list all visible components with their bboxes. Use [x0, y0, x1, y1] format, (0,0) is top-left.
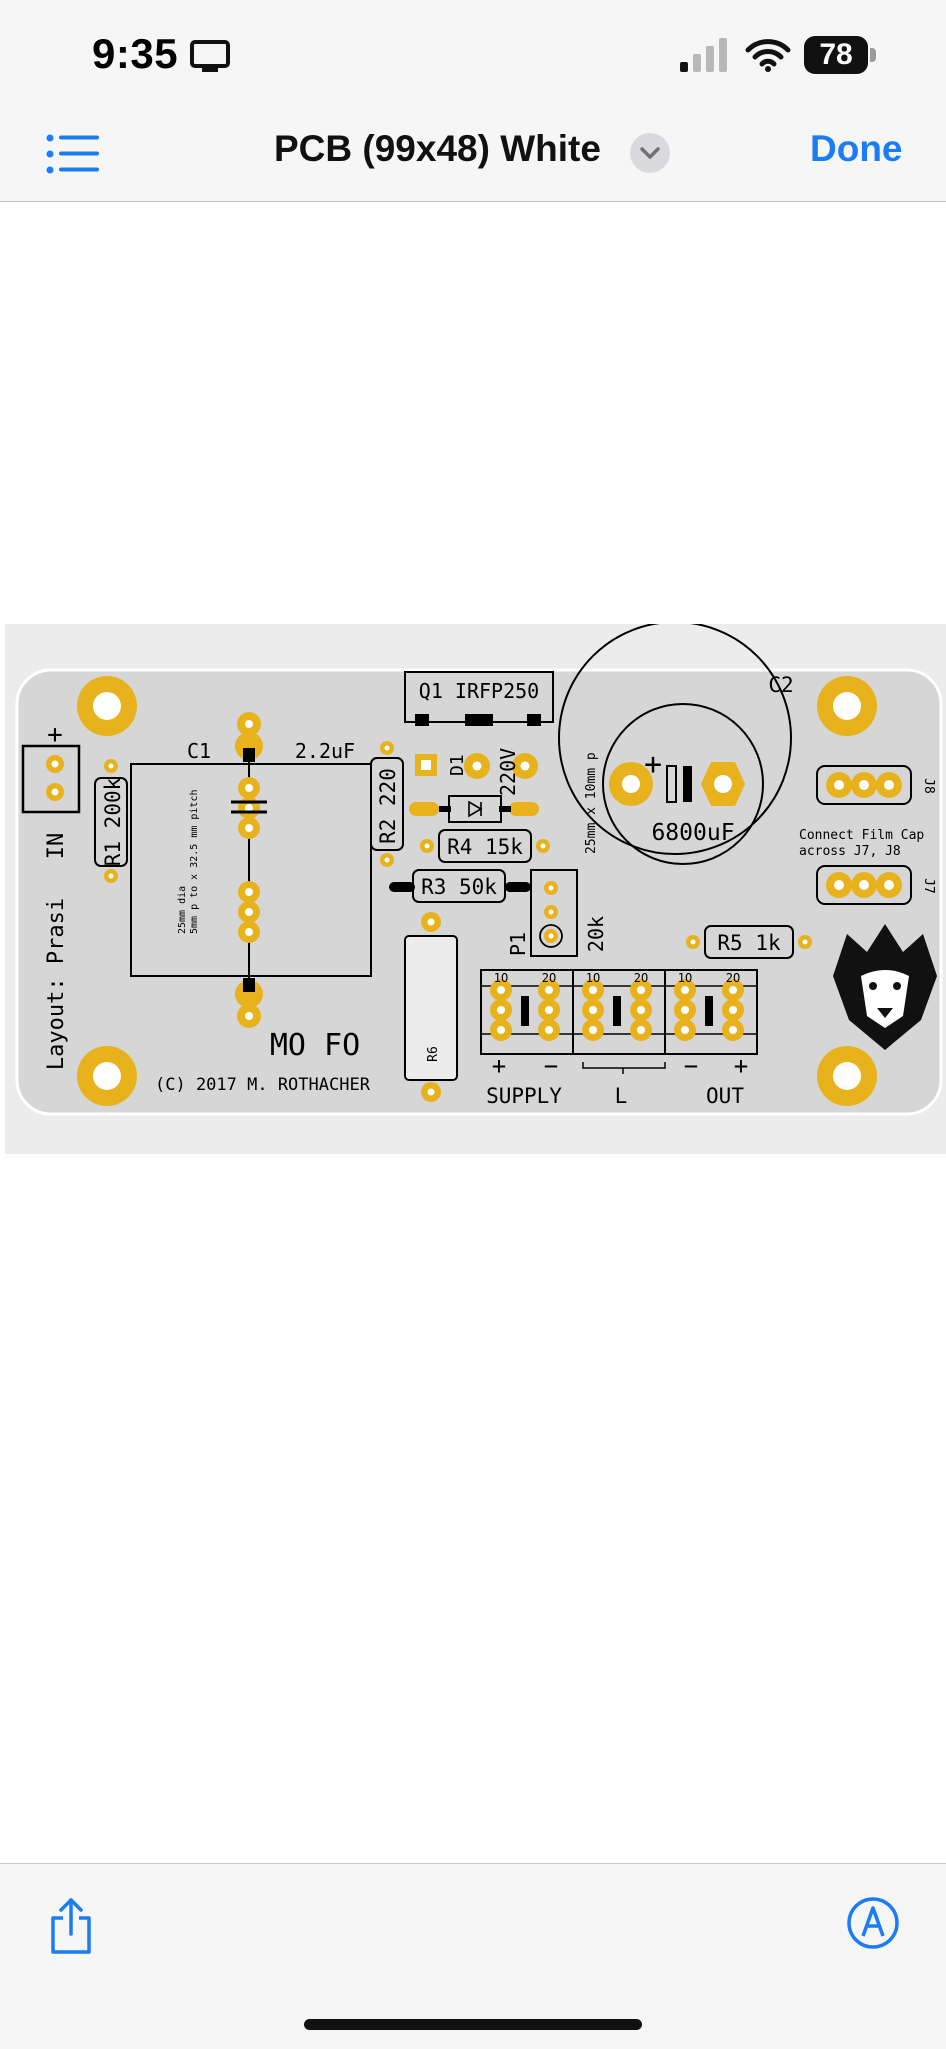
q1-label: Q1 IRFP250 — [419, 679, 539, 703]
p1-value: 20k — [584, 916, 608, 952]
supply-label: SUPPLY — [486, 1084, 562, 1108]
out-label: OUT — [706, 1084, 744, 1108]
markup-icon — [847, 1897, 899, 1949]
done-button[interactable]: Done — [810, 128, 903, 169]
r1-label: R1 200k — [101, 777, 125, 866]
c1-note-1: 25mm dia — [177, 886, 188, 934]
terminal-blocks: 1O 2O 1O 2O 1O 2O — [480, 969, 758, 1074]
battery-icon: 78 — [804, 36, 868, 74]
j8-label: J8 — [921, 778, 936, 794]
l-label: L — [615, 1084, 628, 1108]
c2-size: 25mm x 10mm p — [584, 752, 599, 854]
supply-pin-1: 1O — [494, 971, 508, 985]
board-title: MO FO — [270, 1028, 360, 1063]
screen-mirroring-icon — [190, 40, 230, 79]
in-plus-label: + — [47, 720, 63, 750]
chevron-down-icon — [640, 147, 660, 159]
out-pin-1: 1O — [678, 971, 692, 985]
supply-minus: − — [544, 1052, 558, 1080]
j7-label: J7 — [921, 878, 936, 894]
battery-nub — [870, 48, 876, 62]
out-minus: − — [684, 1052, 698, 1080]
l-pin-1: 1O — [586, 971, 600, 985]
cellular-signal-icon — [680, 36, 730, 77]
wifi-icon — [744, 36, 792, 79]
status-time: 9:35 — [92, 30, 179, 77]
out-plus: + — [734, 1052, 748, 1080]
in-label: IN — [44, 833, 69, 860]
l-pin-2: 2O — [634, 971, 648, 985]
film-cap-note-2: across J7, J8 — [799, 844, 901, 859]
r3-label: R3 50k — [421, 875, 497, 899]
document-title[interactable]: PCB (99x48) White — [274, 128, 601, 169]
c2-value: 6800uF — [651, 820, 734, 846]
home-indicator — [304, 2019, 642, 2030]
nav-bar — [0, 116, 946, 202]
lion-logo — [833, 924, 937, 1050]
c2-label: C2 — [768, 673, 793, 697]
p1-label: P1 — [506, 932, 530, 956]
d1-value: 220V — [496, 748, 520, 796]
film-cap-note-1: Connect Film Cap — [799, 828, 924, 843]
share-icon — [51, 1898, 91, 1954]
copyright-label: (C) 2017 M. ROTHACHER — [155, 1075, 371, 1095]
pcb-image: + IN Layout: Prasi R1 200k C1 2.2uF 25mm… — [5, 624, 946, 1154]
supply-pin-2: 2O — [542, 971, 556, 985]
supply-plus: + — [492, 1052, 506, 1080]
layout-label: Layout: Prasi — [44, 898, 69, 1070]
r2-label: R2 220 — [376, 768, 400, 844]
c1-note-2: 5mm p to x 32.5 mm pitch — [189, 790, 200, 935]
list-icon — [46, 134, 99, 174]
list-button[interactable] — [46, 132, 102, 176]
markup-button[interactable] — [846, 1896, 900, 1950]
c2-plus-sign: + — [644, 747, 662, 782]
d1-label: D1 — [447, 754, 468, 776]
out-pin-2: 2O — [726, 971, 740, 985]
c1-value: 2.2uF — [295, 739, 355, 763]
status-bar — [0, 0, 946, 116]
title-menu-button[interactable] — [630, 133, 670, 173]
bottom-toolbar — [0, 1863, 946, 2049]
r5-label: R5 1k — [717, 931, 781, 955]
r6-label: R6 — [426, 1046, 441, 1062]
share-button[interactable] — [46, 1896, 96, 1956]
c1-label: C1 — [187, 739, 211, 763]
r4-label: R4 15k — [447, 835, 523, 859]
